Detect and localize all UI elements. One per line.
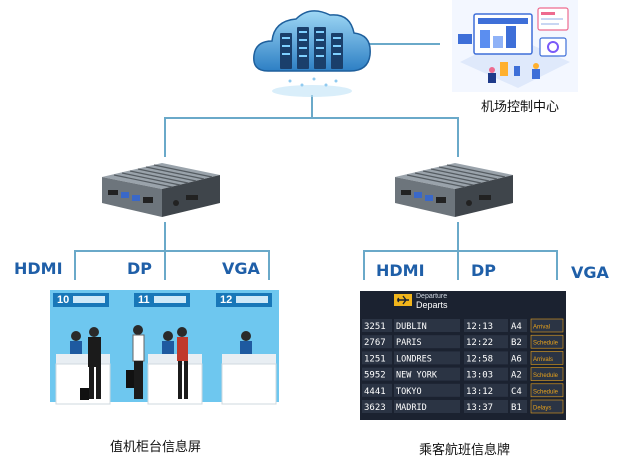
right-industrial-pc-icon <box>395 163 513 217</box>
board-time: 13:03 <box>466 371 493 381</box>
left-port-bus <box>74 250 270 252</box>
board-city: LONDRES <box>396 354 432 364</box>
board-city: PARIS <box>396 338 422 348</box>
left-drop-line <box>164 117 166 157</box>
board-time: 12:22 <box>466 338 493 348</box>
cloud-server-icon <box>253 10 371 97</box>
board-gate: C4 <box>511 387 522 397</box>
board-flight: 4441 <box>364 387 386 397</box>
board-status: Schedule <box>533 341 559 347</box>
right-port-drop-vga <box>556 250 558 280</box>
board-status: Arrivals <box>533 357 553 363</box>
counter-sign-11: 11 <box>134 293 190 307</box>
board-flight: 3623 <box>364 403 386 413</box>
board-status: Schedule <box>533 373 559 379</box>
flight-board-label: 乘客航班信息牌 <box>419 443 511 458</box>
left-port-hdmi-label: HDMI <box>14 259 63 278</box>
board-flight: 5952 <box>364 371 386 381</box>
board-flight: 1251 <box>364 354 386 364</box>
board-flight: 3251 <box>364 322 386 332</box>
board-row: 3623 MADRID 13:37 B1 Delays <box>362 399 564 414</box>
board-status: Delays <box>533 406 551 412</box>
control-center-illustration <box>452 0 578 92</box>
right-drop-line <box>457 117 459 157</box>
left-port-vga-label: VGA <box>222 259 260 278</box>
right-port-hdmi-label: HDMI <box>376 261 425 280</box>
left-port-drop-vga <box>268 250 270 280</box>
cloud-trunk-line <box>311 95 313 117</box>
checkin-counter-illustration: 10 11 12 <box>50 290 279 422</box>
board-city: NEW YORK <box>396 371 438 381</box>
right-port-vga-label: VGA <box>571 263 609 282</box>
checkin-scene-graphic <box>50 325 279 422</box>
board-rows: 3251 DUBLIN 12:13 A4 Arrival 2767 PARIS 12:22 B2… <box>362 318 564 414</box>
board-header-top: Departure <box>416 293 448 300</box>
counter-sign-10: 10 <box>53 293 109 307</box>
right-port-bus <box>363 250 558 252</box>
board-gate: A6 <box>511 354 522 364</box>
board-row: 3251 DUBLIN 12:13 A4 Arrival <box>362 318 564 333</box>
board-status: Schedule <box>533 389 559 395</box>
right-port-drop-hdmi <box>363 250 365 280</box>
board-time: 12:13 <box>466 322 493 332</box>
board-time: 12:58 <box>466 354 493 364</box>
board-time: 13:37 <box>466 403 493 413</box>
board-city: MADRID <box>396 403 427 413</box>
board-row: 1251 LONDRES 12:58 A6 Arrivals <box>362 351 564 365</box>
control-center-label: 机场控制中心 <box>481 100 560 115</box>
cloud-to-control-link <box>362 43 440 45</box>
distribution-bus <box>164 117 459 119</box>
board-header-main: Departs <box>416 300 448 310</box>
board-time: 13:12 <box>466 387 493 397</box>
board-city: TOKYO <box>396 387 422 397</box>
board-flight: 2767 <box>364 338 386 348</box>
board-city: DUBLIN <box>396 322 427 332</box>
left-port-dp-label: DP <box>127 259 153 278</box>
checkin-display-label: 值机柜台信息屏 <box>110 440 202 455</box>
board-status: Arrival <box>533 325 550 331</box>
left-port-drop-hdmi <box>74 250 76 280</box>
board-row: 4441 TOKYO 13:12 C4 Schedule <box>362 383 564 398</box>
left-industrial-pc-icon <box>102 163 220 217</box>
board-gate: B2 <box>511 338 522 348</box>
plane-icon <box>394 294 412 306</box>
counter-sign-12: 12 <box>216 293 272 307</box>
board-row: 2767 PARIS 12:22 B2 Schedule <box>362 334 564 349</box>
board-gate: A2 <box>511 371 522 381</box>
board-gate: A4 <box>511 322 522 332</box>
right-port-dp-label: DP <box>471 261 497 280</box>
board-gate: B1 <box>511 403 522 413</box>
board-row: 5952 NEW YORK 13:03 A2 Schedule <box>362 367 564 381</box>
